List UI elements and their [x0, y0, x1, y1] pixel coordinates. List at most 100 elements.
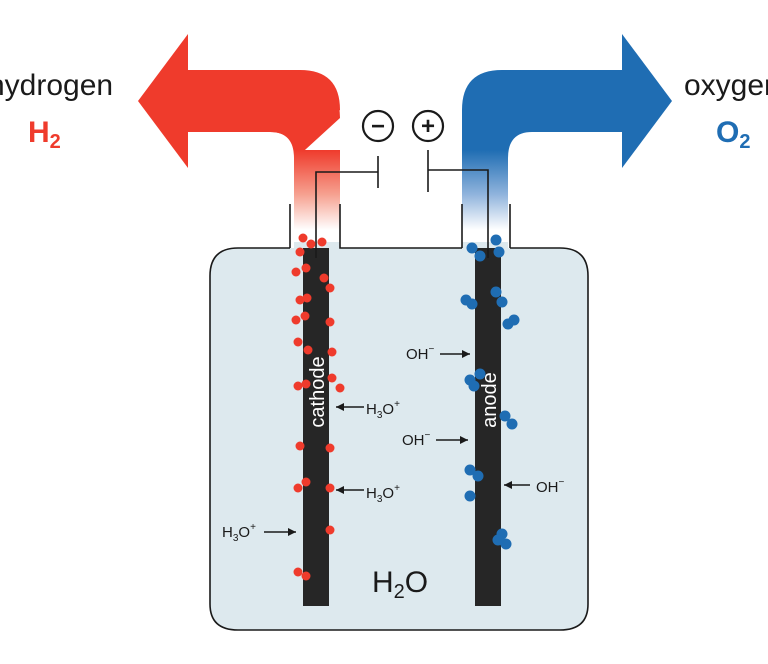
hydrogen-bubble — [325, 525, 335, 535]
hydrogen-bubble — [301, 263, 311, 273]
oxygen-bubble — [468, 380, 480, 392]
water-label: H2O — [372, 566, 428, 603]
hydrogen-bubble — [325, 483, 335, 493]
hydrogen-outlet-arrow — [138, 34, 340, 230]
ion-base: H — [366, 401, 377, 418]
ion-tail: O — [382, 485, 394, 502]
oxygen-formula: O2 — [716, 116, 750, 153]
ion-tail: O — [382, 401, 394, 418]
water-label-tail: O — [405, 566, 428, 599]
ion-flow-arrow — [336, 486, 364, 494]
svg-text:H3O+: H3O+ — [366, 483, 400, 505]
oxygen-bubble — [466, 298, 478, 310]
circuit-wires — [315, 150, 489, 258]
hydrogen-label: hydrogen — [0, 69, 113, 102]
ion-base: H — [222, 524, 233, 541]
hydrogen-formula: H2 — [28, 116, 61, 153]
cathode-electrode — [303, 248, 329, 606]
electrolysis-vessel — [209, 247, 589, 631]
svg-text:OH−: OH− — [406, 344, 435, 363]
oxygen-bubble — [506, 418, 518, 430]
hydrogen-bubble — [295, 441, 305, 451]
ion-sup: + — [250, 522, 256, 533]
hydrogen-bubble — [295, 247, 305, 257]
hydroxide-ion-label-3: OH− — [536, 477, 565, 496]
oxygen-bubble — [508, 314, 520, 326]
hydrogen-bubble — [301, 571, 311, 581]
hydrogen-bubble — [302, 293, 312, 303]
hydrogen-bubble — [325, 443, 335, 453]
hydrogen-bubble — [300, 311, 310, 321]
ion-sup: + — [394, 399, 400, 410]
hydrogen-bubble — [293, 381, 303, 391]
vessel-neck-left — [289, 204, 462, 249]
hydrogen-bubble — [298, 233, 308, 243]
oxygen-bubble — [496, 296, 508, 308]
ion-arrows — [264, 350, 530, 536]
hydronium-ion-label-1: H3O+ — [366, 399, 400, 421]
hydrogen-bubble — [293, 337, 303, 347]
ion-flow-arrow — [264, 528, 296, 536]
hydrogen-bubble — [303, 345, 313, 355]
negative-terminal-icon: − — [361, 109, 395, 143]
oxygen-formula-symbol: O — [716, 116, 739, 149]
ion-base: OH — [536, 479, 559, 496]
ion-flow-arrow — [336, 403, 364, 411]
oxygen-bubbles — [460, 234, 520, 550]
hydronium-ion-label-3: H3O+ — [222, 522, 256, 544]
hydrogen-bubble — [317, 237, 327, 247]
hydrogen-bubble — [293, 483, 303, 493]
negative-terminal-label: − — [371, 113, 385, 140]
hydrogen-bubble — [319, 273, 329, 283]
oxygen-bubble — [464, 464, 476, 476]
ion-sup: + — [394, 483, 400, 494]
anode-label: anode — [479, 372, 501, 428]
water-label-sub: 2 — [394, 581, 405, 603]
hydrogen-formula-symbol: H — [28, 116, 50, 149]
oxygen-bubble — [474, 368, 486, 380]
oxygen-bubble — [464, 490, 476, 502]
ion-base: H — [366, 485, 377, 502]
ion-sub: 3 — [377, 410, 383, 421]
ion-sup: − — [429, 344, 435, 355]
hydronium-ion-label-2: H3O+ — [366, 483, 400, 505]
oxygen-bubble — [474, 250, 486, 262]
ion-sub: 3 — [233, 533, 239, 544]
oxygen-outlet-arrow — [462, 34, 672, 230]
oxygen-bubble — [490, 286, 502, 298]
hydrogen-bubble — [325, 283, 335, 293]
positive-terminal-label: + — [421, 113, 435, 140]
oxygen-bubble — [466, 242, 478, 254]
svg-text:OH−: OH− — [536, 477, 565, 496]
hydrogen-formula-subscript: 2 — [50, 131, 61, 153]
svg-text:H3O+: H3O+ — [222, 522, 256, 544]
hydrogen-bubble — [295, 295, 305, 305]
hydrogen-bubble — [301, 379, 311, 389]
hydrogen-bubble — [327, 373, 337, 383]
hydrogen-bubble — [291, 315, 301, 325]
svg-text:H3O+: H3O+ — [366, 399, 400, 421]
oxygen-bubble — [492, 534, 504, 546]
hydroxide-ion-label-1: OH− — [406, 344, 435, 363]
ion-sup: − — [425, 430, 431, 441]
hydrogen-bubble — [301, 477, 311, 487]
cathode-label: cathode — [307, 356, 329, 427]
anode-electrode — [475, 248, 501, 606]
hydroxide-ion-label-2: OH− — [402, 430, 431, 449]
ion-flow-arrow — [504, 481, 530, 489]
ion-flow-arrow — [436, 436, 468, 444]
positive-terminal-icon: + — [411, 109, 445, 143]
ion-base: OH — [402, 432, 425, 449]
hydrogen-bubble — [327, 347, 337, 357]
ion-sub: 3 — [377, 494, 383, 505]
water-label-base: H — [372, 566, 394, 599]
hydrogen-bubble — [325, 317, 335, 327]
oxygen-bubble — [472, 470, 484, 482]
ion-base: OH — [406, 346, 429, 363]
oxygen-label: oxygen — [684, 69, 768, 102]
ion-flow-arrow — [440, 350, 470, 358]
hydrogen-bubble — [291, 267, 301, 277]
hydrogen-bubble — [306, 239, 316, 249]
oxygen-formula-subscript: 2 — [739, 131, 750, 153]
